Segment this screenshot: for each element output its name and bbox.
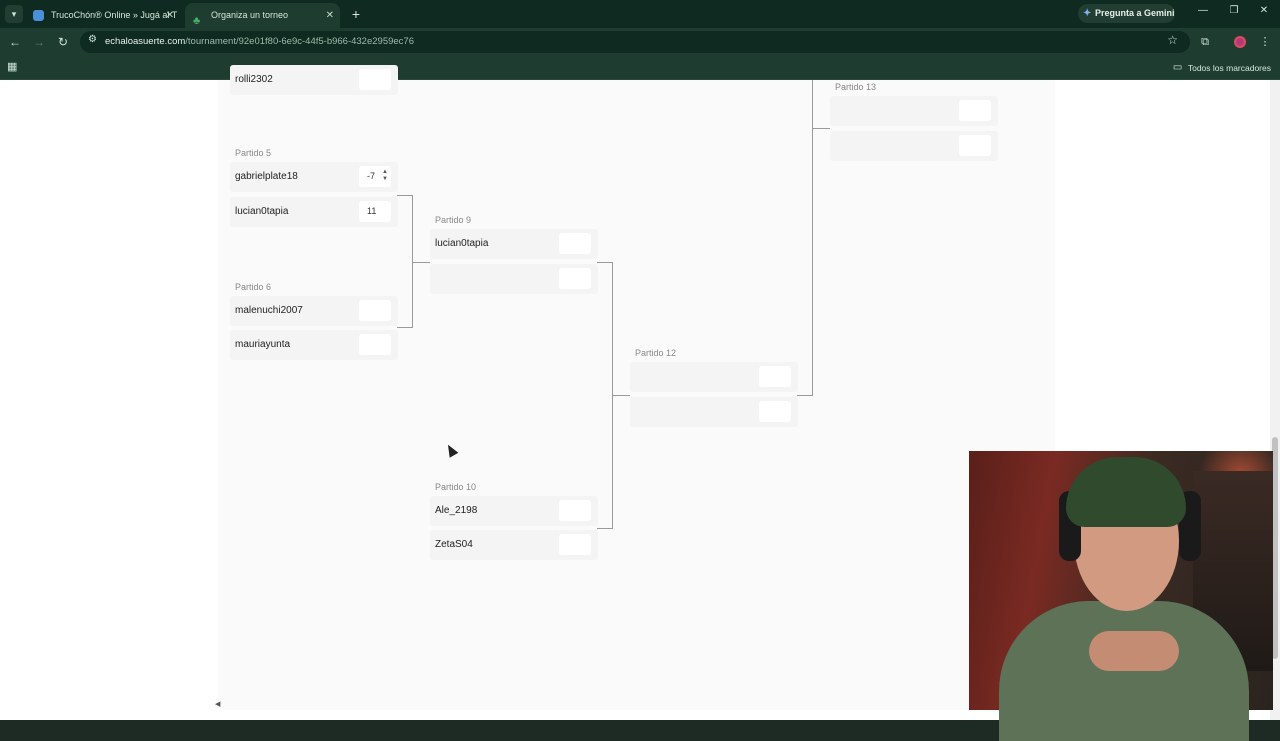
bracket-connector: [412, 262, 430, 263]
bracket-connector: [397, 195, 413, 196]
match-label-10: Partido 10: [435, 482, 477, 492]
bracket-slot: ZetaS04: [430, 530, 598, 560]
score-input[interactable]: [559, 500, 591, 521]
bracket-slot: [830, 131, 998, 161]
back-icon[interactable]: ←: [9, 35, 21, 49]
score-input[interactable]: 11: [359, 201, 391, 222]
tab-title: Organiza un torneo: [211, 10, 289, 20]
scroll-left-icon[interactable]: ◀: [215, 701, 221, 708]
player-name: lucian0tapia: [435, 238, 489, 249]
all-bookmarks-button[interactable]: ▭ Todos los marcadores: [1173, 56, 1271, 80]
bracket-connector: [597, 528, 613, 529]
browser-toolbar: ← → ↻ ⚙ echaloasuerte.com/tournament/92e…: [0, 28, 1280, 56]
bracket-connector: [612, 395, 630, 396]
close-icon[interactable]: ✕: [325, 10, 334, 21]
webcam-overlay: [969, 451, 1273, 741]
player-name: lucian0tapia: [235, 206, 289, 217]
score-input[interactable]: [359, 334, 391, 355]
score-input[interactable]: -7 ▲▼: [359, 166, 391, 187]
folder-icon: ▭: [1172, 62, 1183, 73]
tab-list-icon[interactable]: ▾: [5, 5, 23, 23]
spinner-icon[interactable]: ▲▼: [382, 169, 388, 182]
avatar[interactable]: [1234, 36, 1246, 48]
score-input[interactable]: [359, 300, 391, 321]
bracket-slot: gabrielplate18 -7 ▲▼: [230, 162, 398, 192]
score-input[interactable]: [359, 69, 391, 90]
gemini-button[interactable]: ✦ Pregunta a Gemini: [1078, 4, 1175, 23]
match-label-9: Partido 9: [435, 215, 472, 225]
favicon-trucochon: [33, 10, 44, 21]
bracket-slot: Ale_2198: [430, 496, 598, 526]
bracket-slot: [830, 96, 998, 126]
tab-strip: ▾ TrucoChón® Online » Jugá al T ✕ ♣ Orga…: [0, 0, 1280, 28]
person-body: [999, 601, 1249, 741]
match-label-12: Partido 12: [635, 348, 677, 358]
score-value: 11: [367, 206, 377, 216]
bracket-slot: [630, 362, 798, 392]
player-name: ZetaS04: [435, 539, 473, 550]
scrollbar-thumb[interactable]: [1272, 437, 1278, 659]
bracket-slot: malenuchi2007: [230, 296, 398, 326]
bracket-connector: [797, 395, 813, 396]
new-tab-icon[interactable]: +: [351, 6, 361, 22]
player-name: gabrielplate18: [235, 171, 298, 182]
bracket-connector: [412, 195, 413, 328]
player-name: rolli2302: [235, 74, 273, 85]
person-cap: [1066, 457, 1186, 527]
bracket-slot: lucian0tapia 11: [230, 197, 398, 227]
url-host: echaloasuerte.com: [105, 36, 186, 47]
bracket-slot: [430, 264, 598, 294]
address-bar[interactable]: ⚙ echaloasuerte.com/tournament/92e01f80-…: [80, 31, 1190, 53]
apps-icon[interactable]: ▦: [7, 61, 18, 73]
forward-icon[interactable]: →: [33, 35, 45, 49]
gemini-spark-icon: ✦: [1083, 8, 1092, 19]
extensions-icon[interactable]: ⧉: [1201, 36, 1209, 48]
match-label-13: Partido 13: [835, 82, 877, 92]
close-icon[interactable]: ✕: [165, 10, 174, 21]
menu-icon[interactable]: ⋮: [1259, 36, 1271, 48]
bracket-slot: lucian0tapia: [430, 229, 598, 259]
tab-trucochon[interactable]: TrucoChón® Online » Jugá al T ✕: [25, 3, 180, 28]
bracket-slot: [630, 397, 798, 427]
player-name: malenuchi2007: [235, 305, 303, 316]
score-value: -7: [367, 171, 376, 181]
url-text[interactable]: echaloasuerte.com/tournament/92e01f80-6e…: [105, 31, 414, 53]
bracket-slot: mauriayunta: [230, 330, 398, 360]
bracket-slot: rolli2302: [230, 65, 398, 95]
star-icon[interactable]: ☆: [1167, 33, 1178, 47]
person-hands: [1089, 631, 1179, 671]
match-label-6: Partido 6: [235, 282, 272, 292]
score-input[interactable]: [559, 268, 591, 289]
player-name: mauriayunta: [235, 339, 291, 350]
score-input[interactable]: [959, 135, 991, 156]
restore-icon[interactable]: ❐: [1229, 5, 1239, 16]
bracket-connector: [597, 262, 613, 263]
bracket-connector: [397, 327, 413, 328]
tab-title: TrucoChón® Online » Jugá al T: [51, 10, 178, 20]
bookmarks-bar: ▦ ▭ Todos los marcadores: [0, 56, 1280, 80]
score-input[interactable]: [559, 534, 591, 555]
minimize-icon[interactable]: —: [1198, 5, 1208, 16]
score-input[interactable]: [759, 366, 791, 387]
score-input[interactable]: [959, 100, 991, 121]
score-input[interactable]: [759, 401, 791, 422]
all-bookmarks-label: Todos los marcadores: [1187, 63, 1271, 73]
site-info-icon[interactable]: ⚙: [88, 34, 97, 45]
vertical-scrollbar[interactable]: [1270, 80, 1280, 720]
score-input[interactable]: [559, 233, 591, 254]
tab-organiza[interactable]: ♣ Organiza un torneo ✕: [185, 3, 340, 28]
gemini-label: Pregunta a Gemini: [1095, 8, 1175, 18]
player-name: Ale_2198: [435, 505, 478, 516]
reload-icon[interactable]: ↻: [57, 35, 69, 49]
close-window-icon[interactable]: ✕: [1259, 5, 1269, 16]
bracket-connector: [812, 80, 813, 396]
bracket-connector: [812, 128, 830, 129]
favicon-clover: ♣: [193, 15, 201, 27]
url-path: /tournament/92e01f80-6e9c-44f5-b966-432e…: [185, 36, 414, 47]
match-label-5: Partido 5: [235, 148, 272, 158]
